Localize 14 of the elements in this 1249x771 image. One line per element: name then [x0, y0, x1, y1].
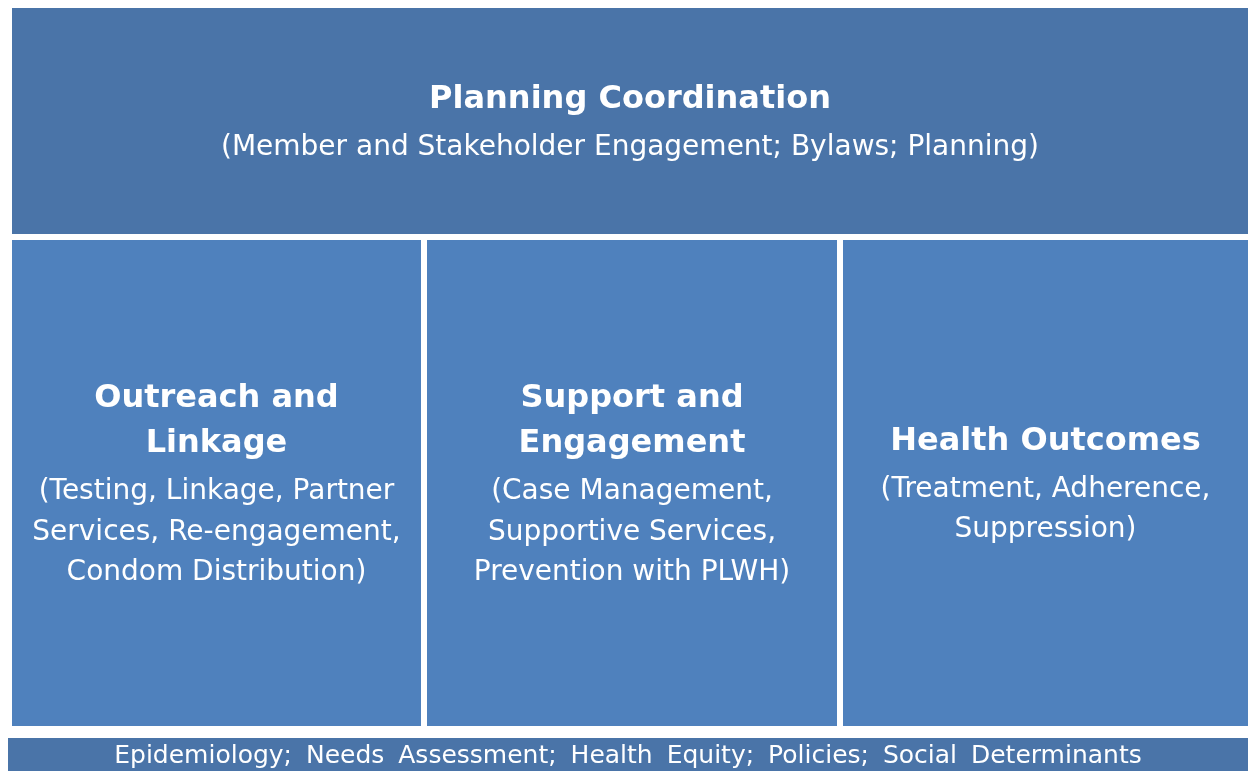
category-panel: [12, 240, 421, 726]
planning-panel: [12, 8, 1248, 234]
panel-heading: Support and Engagement: [517, 376, 747, 463]
footer-text: Epidemiology; Needs Assessment; Health Equity; Policies; Social Determinants: [114, 742, 1142, 767]
panel-description: (Testing, Linkage, Partner Services, Re-engagement, Condom Distribution): [31, 471, 402, 590]
panel-description: (Case Management, Supportive Services, Prevention with PLWH): [472, 471, 792, 590]
panel-heading: Planning Coordination: [429, 77, 831, 119]
panel-description: (Member and Stakeholder Engagement; Bylaws; Planning): [221, 128, 1039, 165]
footer-band: [8, 738, 1248, 771]
panel-description: (Treatment, Adherence, Suppression): [879, 469, 1212, 547]
category-panel: [843, 240, 1248, 726]
panel-heading: Outreach and Linkage: [93, 376, 340, 463]
category-panel: [427, 240, 837, 726]
panel-heading: Health Outcomes: [890, 419, 1201, 460]
